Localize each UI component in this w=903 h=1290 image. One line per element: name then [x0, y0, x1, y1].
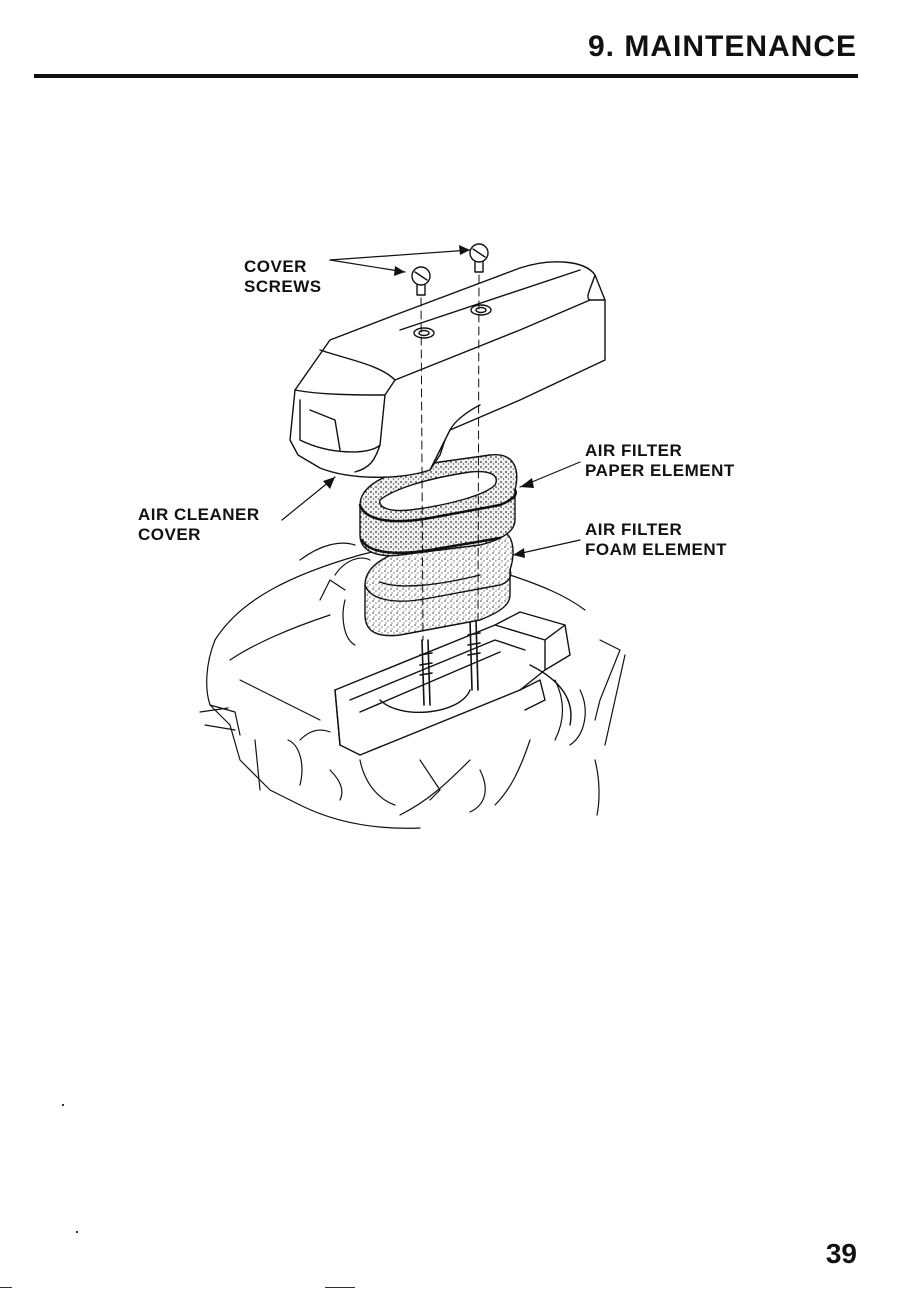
paper-element-label-line1: AIR FILTER: [585, 441, 735, 461]
scan-speck: [76, 1231, 78, 1233]
cover-screws-label-line1: COVER: [244, 257, 322, 277]
air-cleaner-cover: [290, 262, 605, 477]
foam-element-label-line2: FOAM ELEMENT: [585, 540, 727, 560]
foam-element-label-line1: AIR FILTER: [585, 520, 727, 540]
air-cleaner-cover-label-line1: AIR CLEANER: [138, 505, 260, 525]
scan-speck: [62, 1104, 64, 1106]
paper-element-label-line2: PAPER ELEMENT: [585, 461, 735, 481]
cover-screws-label-line2: SCREWS: [244, 277, 322, 297]
air-cleaner-base: [335, 612, 571, 755]
foam-element-label: AIR FILTER FOAM ELEMENT: [585, 520, 727, 560]
scan-speck: [0, 1287, 12, 1288]
page-number: 39: [826, 1238, 857, 1270]
air-cleaner-cover-label-line2: COVER: [138, 525, 260, 545]
air-cleaner-cover-label: AIR CLEANER COVER: [138, 505, 260, 545]
cover-screws-label: COVER SCREWS: [244, 257, 322, 297]
scan-speck: [325, 1287, 355, 1288]
paper-element-label: AIR FILTER PAPER ELEMENT: [585, 441, 735, 481]
